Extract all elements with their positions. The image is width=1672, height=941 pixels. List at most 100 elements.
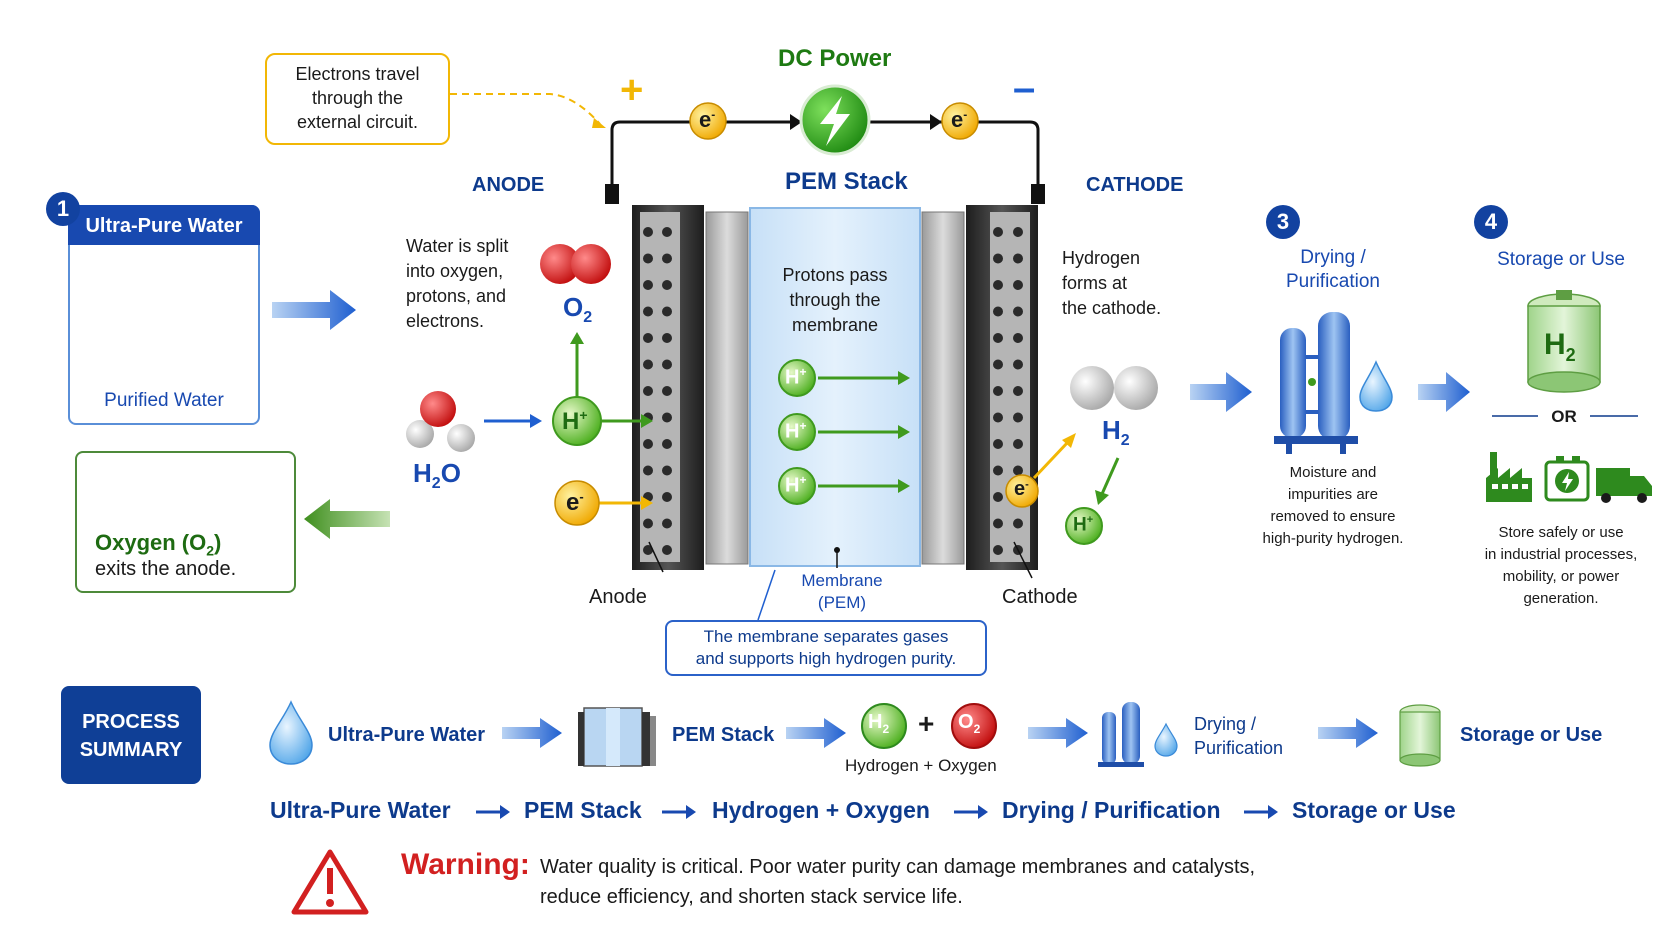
storage-title: Storage or Use [1497,249,1625,270]
membrane-callout [665,620,987,676]
callout-connector [450,93,601,125]
water-input-header [68,205,260,245]
drying-title: Drying / Purification [1286,247,1380,292]
electron-label-right: e- [951,107,968,132]
summary-pem-label: PEM Stack [672,724,775,746]
water-molecule-icon [406,391,475,452]
flow-arrow-head-2 [686,805,696,819]
electron-icon-anode [554,480,600,526]
pem-stack-title: PEM Stack [785,168,908,195]
flow-step-2: PEM Stack [524,797,642,823]
electron-label-left: e- [699,107,716,132]
proton-label-2: H+ [785,419,807,443]
flow-arrow-head-4 [1268,805,1278,819]
electron-label-anode: e- [566,489,584,516]
electrons-callout [265,53,450,145]
summary-arrow-1 [502,718,562,748]
arrow-drying-to-storage [1418,372,1470,412]
summary-o2-text: O2 [958,711,981,736]
summary-drying-icon [1098,702,1178,767]
storage-tank-h2-label: H2 [1544,328,1576,365]
proton-icon-cathode [1065,507,1103,545]
summary-water-label: Ultra-Pure Water [328,724,486,746]
water-input-caption: Purified Water [104,390,224,411]
electron-icon-left [689,102,727,140]
electron-icon-cathode [1005,474,1039,508]
summary-drying-label: Drying / Purification [1194,714,1284,758]
arrow-cathode-to-drying [1190,372,1252,412]
summary-arrow-3 [1028,718,1088,748]
warning-icon [291,849,369,915]
flow-step-1: Ultra-Pure Water [270,797,451,823]
drying-description: Moisture and impurities are removed to e… [1262,464,1404,547]
proton-icon-2 [778,413,816,451]
step-number-4: 4 [1474,205,1508,239]
h2o-label: H2O [413,458,461,493]
water-input-title: Ultra-Pure Water [85,215,243,237]
oxygen-exit-text: exits the anode. [95,558,237,580]
summary-h2-o2-label: Hydrogen + Oxygen [845,756,997,775]
summary-plus: + [918,708,935,739]
summary-arrow-2 [786,718,846,748]
proton-icon-anode [552,396,602,446]
proton-icon-1 [778,359,816,397]
step-number-3: 3 [1266,205,1300,239]
anode-label: Anode [589,586,647,608]
oxygen-exit-title: Oxygen (O2) [95,530,222,559]
truck-icon [1596,468,1652,503]
flow-step-4: Drying / Purification [1002,797,1221,823]
drying-columns-icon [1274,312,1358,454]
membrane-callout-text: The membrane separates gases and support… [695,627,957,668]
summary-drop-icon [269,700,313,765]
warning-text: Water quality is critical. Poor water pu… [540,856,1256,908]
membrane-label: Membrane (PEM) [801,571,883,612]
step-number-1: 1 [46,192,80,226]
proton-label-anode: H+ [562,407,588,435]
drying-drop-icon [1359,360,1393,412]
cathode-description: Hydrogen forms at the cathode. [1062,248,1162,318]
arrow-water-to-anode [272,290,356,330]
warning-label: Warning: [401,848,530,881]
summary-h2-icon [861,703,907,749]
summary-arrow-4 [1318,718,1378,748]
flow-arrow-head-3 [978,805,988,819]
flow-step-3: Hydrogen + Oxygen [712,797,930,823]
process-summary-label: PROCESS SUMMARY [79,711,183,761]
h2-label: H2 [1102,415,1130,450]
summary-tank-icon [1399,704,1441,767]
membrane [749,207,921,567]
flow-step-5: Storage or Use [1292,797,1456,823]
oxygen-molecule-icon [540,244,611,284]
dc-power-title: DC Power [778,45,892,72]
electron-label-cathode: e- [1014,478,1029,500]
proton-icon-3 [778,467,816,505]
storage-tank-icon [1527,290,1601,393]
proton-label-cathode: H+ [1073,514,1094,536]
summary-o2-icon [951,703,997,749]
hydrogen-molecule-icon [1070,366,1158,410]
cathode-title: CATHODE [1086,174,1184,196]
arrow-oxygen-exit [304,499,390,539]
oxygen-exit-box [75,451,296,593]
positive-terminal: + [620,68,644,112]
battery-icon [1544,456,1590,502]
storage-or: OR [1551,407,1577,426]
o2-label: O2 [563,292,593,327]
cathode-label: Cathode [1002,586,1078,608]
anode-description: Water is split into oxygen, protons, and… [406,236,509,331]
storage-description: Store safely or use in industrial proces… [1484,524,1638,607]
summary-stack-icon [578,707,656,767]
electrons-callout-text: Electrons travel through the external ci… [295,64,420,132]
proton-label-1: H+ [785,365,807,389]
lightning-icon [799,84,871,156]
summary-h2-text: H2 [868,711,890,736]
electron-icon-right [941,102,979,140]
factory-icon [1486,452,1532,502]
summary-storage-label: Storage or Use [1460,724,1603,746]
process-summary-badge [61,686,201,784]
negative-terminal: – [1013,66,1036,110]
flow-arrow-head-1 [500,805,510,819]
membrane-description: Protons pass through the membrane [782,265,888,335]
anode-title: ANODE [472,174,545,196]
